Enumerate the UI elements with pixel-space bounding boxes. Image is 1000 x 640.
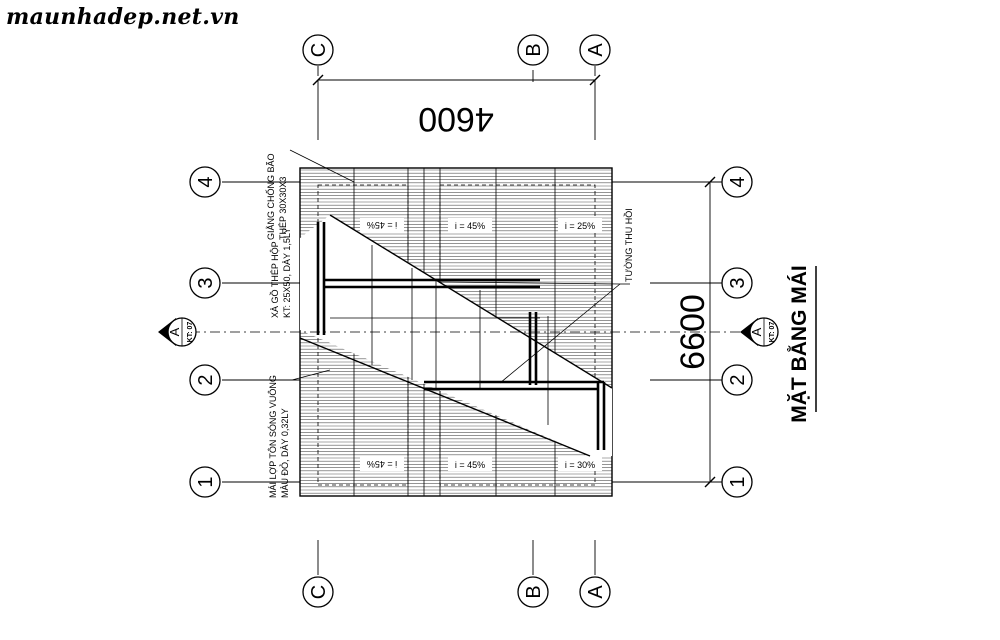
section-marker-right: A KT: 07	[740, 317, 779, 347]
slope-top-left: i = 45%	[367, 220, 397, 230]
svg-text:A: A	[585, 43, 607, 57]
svg-text:2: 2	[727, 374, 749, 385]
slope-bottom-mid: i = 45%	[455, 460, 485, 470]
watermark-logo: maunhadep.net.vn	[6, 4, 240, 30]
svg-text:4: 4	[195, 176, 217, 187]
svg-text:2: 2	[195, 374, 217, 385]
cutaway-band	[300, 215, 612, 456]
svg-text:C: C	[308, 43, 330, 57]
cutaway-edge-top	[329, 214, 613, 389]
dim-label-width: 4600	[418, 100, 494, 138]
svg-text:1: 1	[727, 476, 749, 487]
dimensions: 4600 6600	[312, 74, 716, 488]
svg-text:B: B	[523, 585, 545, 598]
axis-bubble-bottom-b: B	[517, 576, 549, 608]
svg-text:3: 3	[727, 277, 749, 288]
slope-top-right: i = 25%	[565, 221, 595, 231]
note-gable-wall: TƯỜNG THU HỒI	[623, 208, 634, 282]
axis-bubble-top-a: A	[579, 34, 611, 66]
slope-top-mid: i = 45%	[455, 221, 485, 231]
svg-text:KT: 07: KT: 07	[769, 322, 776, 343]
note-purlin-1: XÀ GỒ THÉP HỘP	[269, 241, 280, 318]
axis-bubble-left-1: 1	[189, 466, 221, 498]
roof-structure	[299, 167, 613, 497]
svg-text:A: A	[167, 327, 182, 336]
svg-text:3: 3	[195, 277, 217, 288]
axis-bubble-left-2: 2	[189, 364, 221, 396]
leader-bracing	[289, 149, 355, 183]
axis-bubble-bottom-a: A	[579, 576, 611, 608]
slope-labels: i = 45% i = 45% i = 25% i = 45% i = 45% …	[360, 218, 602, 471]
svg-text:A: A	[749, 327, 764, 336]
cutaway-edge-bottom	[299, 337, 591, 457]
slope-bottom-right: i = 30%	[565, 460, 595, 470]
note-purlin-2: KT: 25X50, DÀY 1,5LY	[282, 228, 292, 318]
grid-lines	[190, 66, 750, 575]
slope-bottom-left: i = 45%	[367, 459, 397, 469]
section-marker-left: A KT: 07	[158, 317, 197, 347]
note-roof-1: MÁI LỢP TÔN SÓNG VUÔNG	[268, 375, 278, 498]
leader-gable-1	[439, 281, 621, 285]
note-bracing-1: GIẰNG CHỐNG BÃO	[265, 153, 276, 240]
axis-bubble-left-4: 4	[189, 166, 221, 198]
svg-text:B: B	[523, 43, 545, 56]
dim-label-depth: 6600	[674, 294, 712, 370]
axis-bubble-right-2: 2	[721, 364, 753, 396]
svg-text:A: A	[585, 585, 607, 599]
svg-text:4: 4	[727, 176, 749, 187]
svg-text:C: C	[308, 585, 330, 599]
annotations: GIẰNG CHỐNG BÃO THÉP 30X30X3 XÀ GỒ THÉP …	[265, 149, 634, 498]
axis-bubble-left-3: 3	[189, 267, 221, 299]
svg-text:KT: 07: KT: 07	[187, 322, 194, 343]
drawing-title: MẶT BẰNG MÁI	[787, 265, 811, 422]
axis-bubble-right-1: 1	[721, 466, 753, 498]
axis-bubble-right-4: 4	[721, 166, 753, 198]
leader-roof	[291, 369, 331, 381]
axis-bubble-top-b: B	[517, 34, 549, 66]
svg-text:1: 1	[195, 476, 217, 487]
note-bracing-2: THÉP 30X30X3	[278, 177, 288, 240]
axis-bubble-bottom-c: C	[302, 576, 334, 608]
leader-gable-2	[499, 283, 621, 384]
axis-bubble-top-c: C	[302, 34, 334, 66]
axis-bubble-right-3: 3	[721, 267, 753, 299]
note-roof-2: MÀU ĐỎ, DÀY 0,32LY	[279, 408, 290, 498]
